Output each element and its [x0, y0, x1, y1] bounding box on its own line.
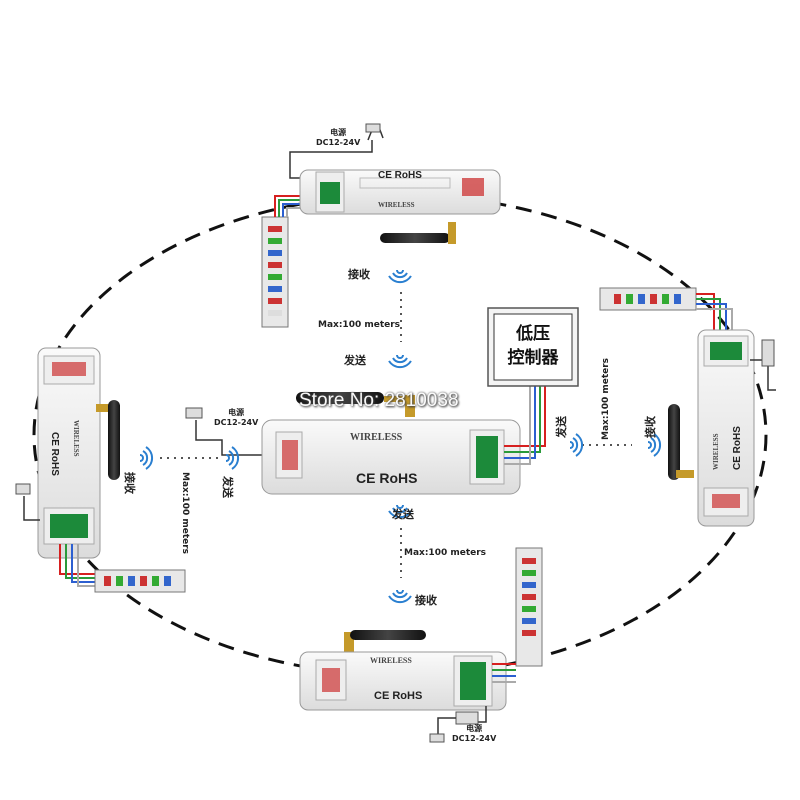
send-label: 发送 [344, 354, 366, 367]
wireless-signal-icon [388, 589, 412, 604]
antenna-icon [296, 392, 415, 417]
certification-mark: CE RoHS [732, 426, 743, 470]
bottom-receiver-device [299, 547, 543, 743]
wireless-mark: WIRELESS [712, 433, 720, 470]
led-strip-icon [94, 569, 186, 593]
wireless-mark: WIRELESS [370, 656, 412, 665]
receive-label: 接收 [415, 594, 437, 607]
max-distance-label: Max:100 meters [318, 320, 401, 330]
certification-mark: CE RoHS [356, 470, 418, 486]
left-receiver-device [15, 347, 186, 593]
send-label: 发送 [392, 508, 414, 521]
power-text: 电源 [228, 408, 245, 417]
power-text: 电源 [466, 724, 483, 733]
antenna-icon [380, 222, 456, 244]
power-adapter-icon [761, 339, 775, 367]
voltage-text: DC12-24V [452, 734, 497, 743]
voltage-text: DC12-24V [316, 138, 361, 147]
power-label: 电源 DC12-24V [214, 408, 258, 428]
power-text: 电源 [330, 128, 347, 137]
wireless-signal-icon [139, 446, 154, 470]
store-watermark: Store No: 2810038 [299, 390, 459, 411]
wireless-mark: WIRELESS [72, 420, 80, 457]
antenna-icon [668, 404, 694, 480]
certification-mark: CE RoHS [49, 432, 60, 476]
receive-label: 接收 [123, 472, 136, 494]
wireless-signal-icon [225, 446, 240, 470]
send-label: 发送 [555, 416, 568, 438]
power-label: 电源 DC12-24V [316, 128, 360, 148]
low-voltage-controller-box [487, 307, 579, 387]
max-distance-label: Max:100 meters [404, 548, 487, 558]
receive-label: 接收 [644, 416, 657, 438]
power-adapter-icon [15, 483, 31, 495]
led-strip-icon [515, 547, 543, 667]
led-strip-icon [599, 287, 697, 311]
wireless-mark: WIRELESS [350, 432, 403, 443]
max-distance-label: Max:100 meters [601, 357, 611, 440]
wireless-signal-icon [388, 354, 412, 369]
send-label: 发送 [221, 476, 234, 498]
receive-label: 接收 [348, 268, 370, 281]
max-distance-label: Max:100 meters [180, 472, 190, 555]
controller-line1: 低压 [516, 324, 550, 344]
antenna-icon [344, 630, 426, 656]
certification-mark: CE RoHS [374, 690, 423, 702]
power-label: 电源 DC12-24V [452, 724, 496, 744]
center-transmitter-device [185, 382, 546, 495]
controller-line2: 控制器 [507, 348, 559, 368]
led-strip-icon [261, 216, 289, 328]
antenna-icon [96, 400, 120, 480]
certification-mark: CE RoHS [378, 170, 422, 181]
wireless-signal-icon [569, 433, 584, 457]
wireless-mark: WIRELESS [378, 201, 415, 209]
wireless-signal-icon [388, 269, 412, 284]
top-receiver-device [261, 123, 501, 328]
power-adapter-icon [185, 407, 203, 419]
power-adapter-icon [429, 711, 479, 743]
voltage-text: DC12-24V [214, 418, 259, 427]
right-receiver-device [599, 287, 776, 527]
low-voltage-controller-label: 低压 控制器 [494, 322, 572, 370]
power-adapter-icon [365, 123, 384, 141]
